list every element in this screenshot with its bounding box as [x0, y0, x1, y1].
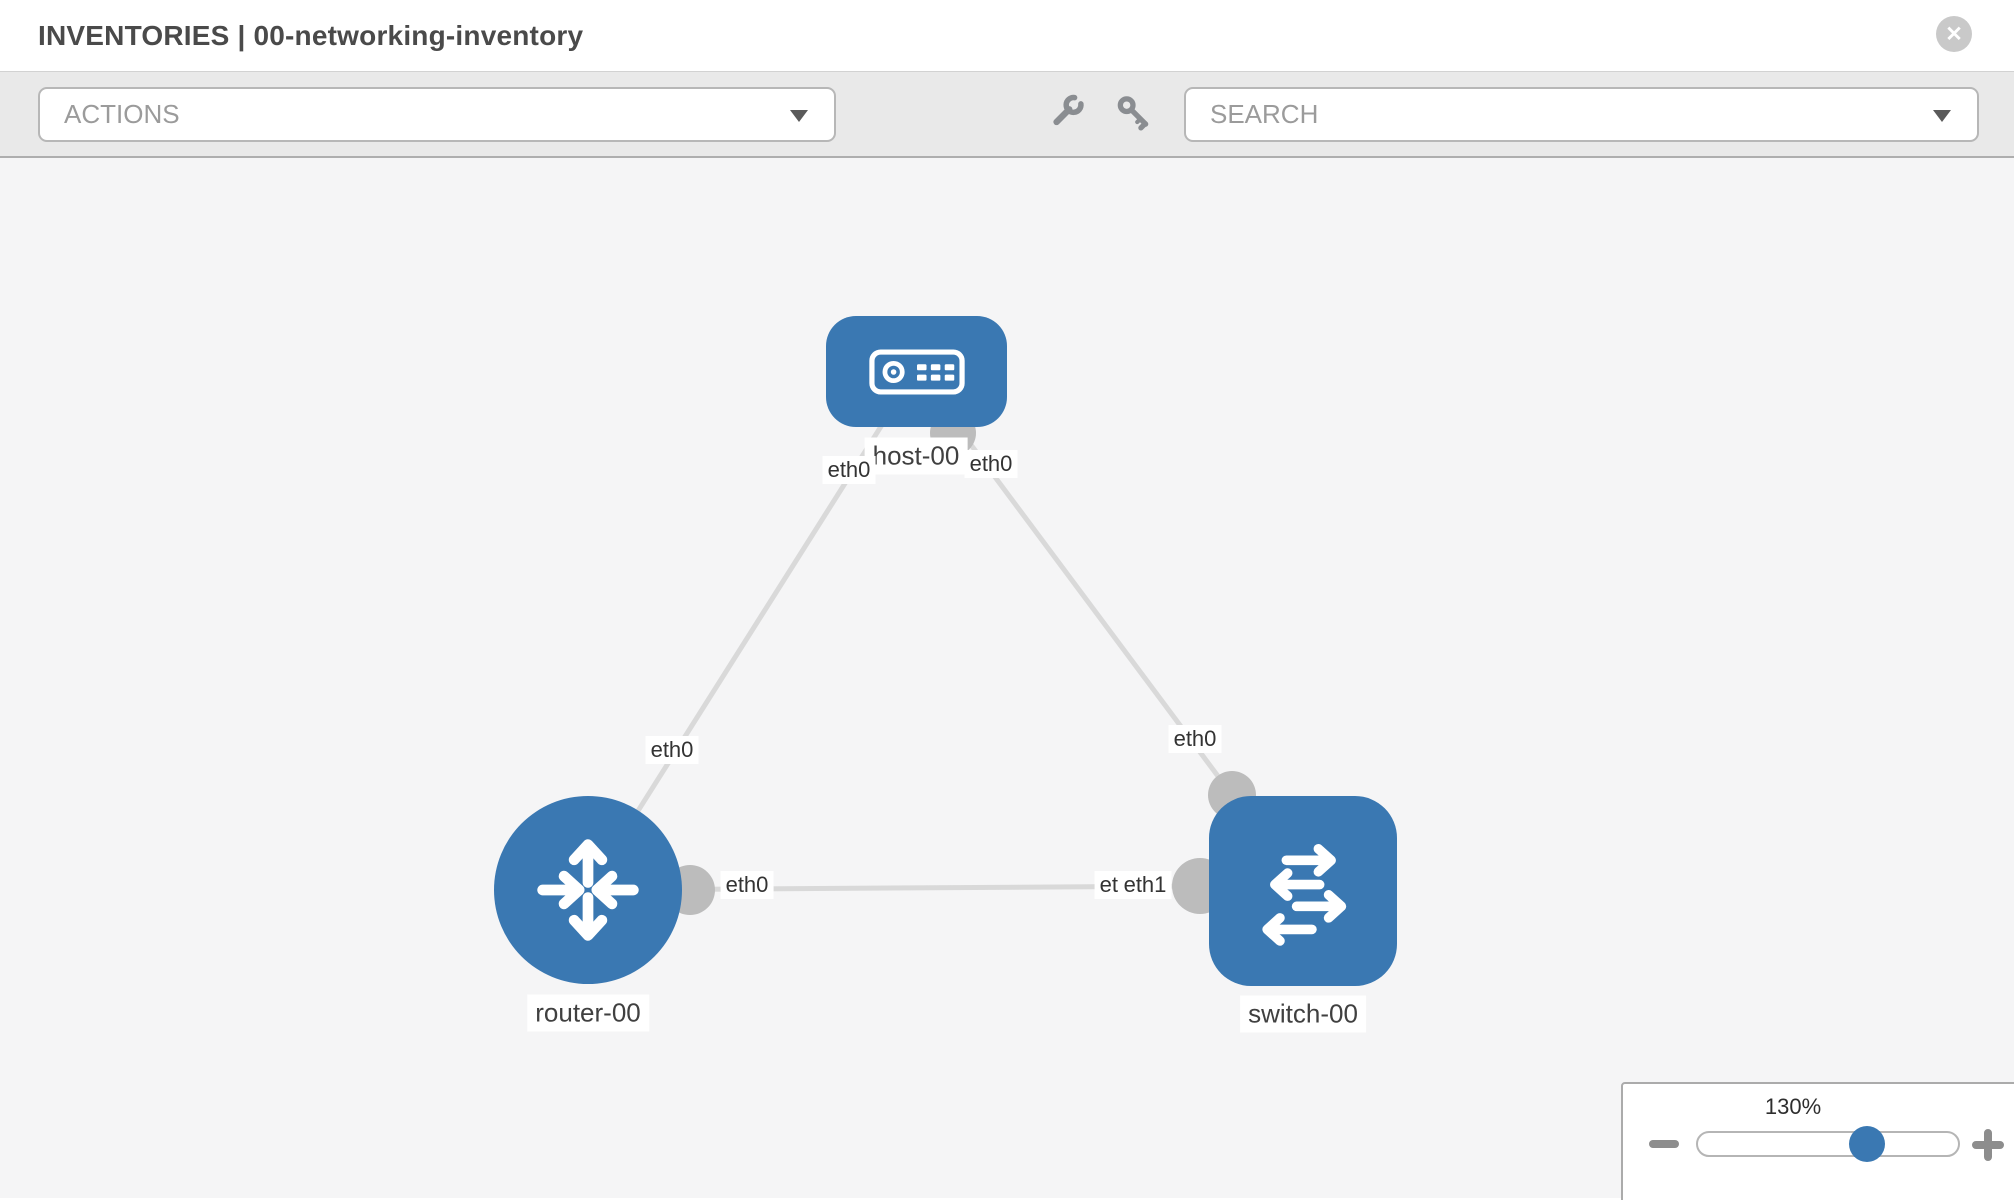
zoom-control-panel: 130%: [1621, 1082, 2014, 1200]
key-icon: [1117, 96, 1149, 131]
caret-down-icon: [790, 109, 808, 122]
iface-label: eth0: [1168, 725, 1222, 753]
actions-dropdown-label: ACTIONS: [64, 99, 180, 129]
iface-label: eth0: [822, 456, 876, 484]
host-icon: [868, 348, 965, 395]
zoom-in-button[interactable]: [1972, 1129, 2004, 1166]
actions-dropdown[interactable]: ACTIONS: [38, 87, 836, 142]
node-switch-00[interactable]: [1209, 796, 1397, 986]
zoom-out-button[interactable]: [1649, 1140, 1679, 1148]
caret-down-icon: [1933, 109, 1951, 122]
node-host-00[interactable]: [826, 316, 1007, 427]
page-title: INVENTORIES | 00-networking-inventory: [38, 19, 584, 51]
iface-label: eth0: [720, 871, 774, 899]
iface-label: eth0: [964, 450, 1018, 478]
topology-canvas[interactable]: host-00 router-00 switch-00 eth0 eth0 et…: [0, 158, 2014, 1200]
search-dropdown[interactable]: SEARCH: [1184, 87, 1979, 142]
wrench-icon: [1053, 94, 1084, 126]
toolbar: ACTIONS SEARCH: [0, 72, 2014, 158]
node-label-switch: switch-00: [1240, 995, 1366, 1033]
key-button[interactable]: [1114, 93, 1152, 136]
node-label-router: router-00: [527, 994, 649, 1032]
iface-label: eth0: [645, 736, 699, 764]
zoom-slider-knob[interactable]: [1849, 1126, 1885, 1162]
close-icon: ✕: [1945, 22, 1963, 46]
node-router-00[interactable]: [494, 796, 682, 984]
switch-icon: [1262, 843, 1347, 946]
router-icon: [537, 839, 639, 941]
zoom-level-value: 130%: [1764, 1094, 1822, 1119]
zoom-slider-track[interactable]: [1696, 1126, 1960, 1162]
node-label-host: host-00: [864, 437, 968, 475]
iface-label: eth1: [1118, 871, 1172, 899]
page-header: INVENTORIES | 00-networking-inventory ✕: [0, 0, 2014, 72]
topology-links-layer: [585, 369, 1256, 915]
search-dropdown-label: SEARCH: [1210, 99, 1319, 129]
close-button[interactable]: ✕: [1936, 16, 1972, 52]
plus-icon: [1972, 1129, 2004, 1161]
wrench-button[interactable]: [1048, 93, 1086, 136]
